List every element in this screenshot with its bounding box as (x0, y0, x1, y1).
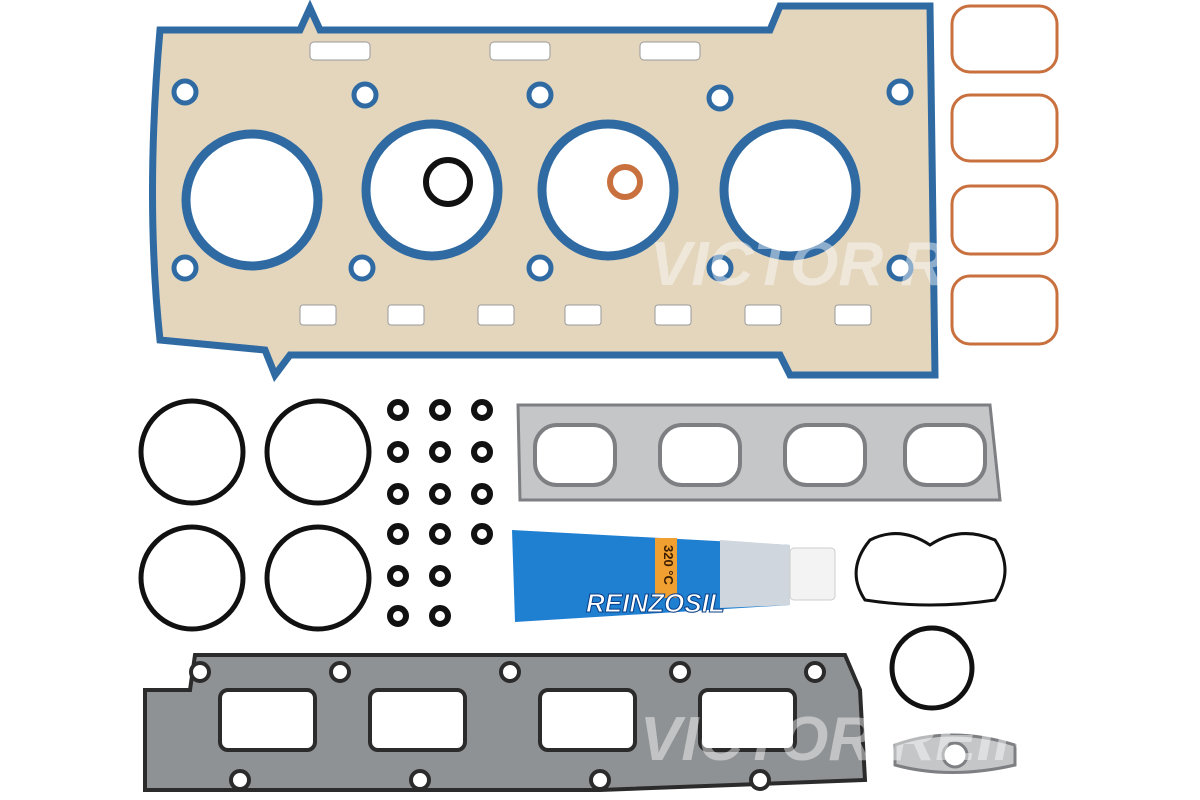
valve-stem-seal (387, 523, 409, 545)
valve-stem-seal (429, 565, 451, 587)
sealant-tube: 320 °C REINZOSIL (512, 530, 836, 622)
watermark-text: VICTOR REINZ (650, 230, 1088, 299)
large-orings (138, 398, 372, 632)
oval-gasket (854, 532, 1007, 607)
valve-stem-seal (471, 441, 493, 463)
valve-stem-seal (471, 399, 493, 421)
valve-stem-seal (387, 399, 409, 421)
copper-seals (950, 4, 1059, 346)
valve-stem-seal (387, 605, 409, 627)
exhaust-manifold-gasket (516, 403, 1002, 502)
tube-temperature: 320 °C (661, 545, 676, 586)
valve-stem-seal (429, 523, 451, 545)
valve-stem-seal (429, 441, 451, 463)
valve-stem-seal (429, 605, 451, 627)
valve-stem-seal (471, 523, 493, 545)
valve-stem-seal (429, 399, 451, 421)
valve-stem-seals (387, 399, 493, 627)
copper-washer (607, 164, 643, 200)
intake-manifold-gasket: VICTOR REINZ (143, 653, 1078, 792)
valve-stem-seal (429, 483, 451, 505)
valve-stem-seal (387, 441, 409, 463)
oring-small (423, 157, 473, 207)
cylinder-head-gasket: VICTOR REINZ (149, 0, 1088, 383)
valve-stem-seal (387, 565, 409, 587)
oring-medium (889, 625, 975, 711)
tube-brand: REINZOSIL (586, 588, 725, 618)
valve-stem-seal (471, 483, 493, 505)
valve-stem-seal (387, 483, 409, 505)
watermark-text-2: VICTOR REINZ (640, 705, 1078, 774)
flange-gasket (893, 733, 1017, 774)
